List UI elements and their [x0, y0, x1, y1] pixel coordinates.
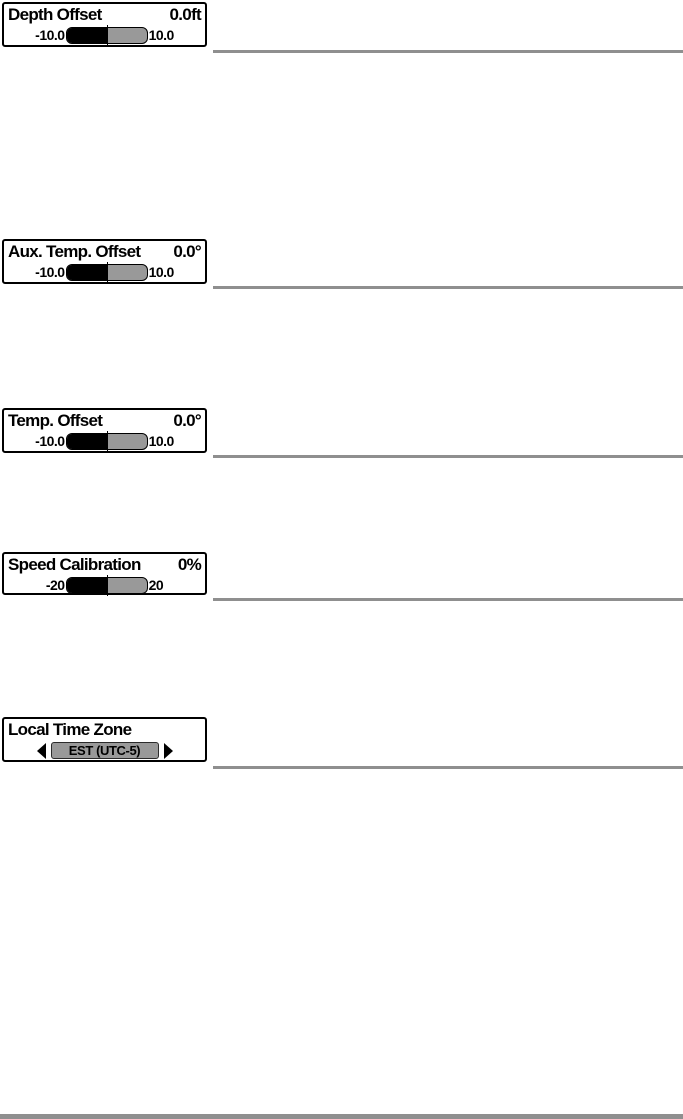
menu-value: 0.0° — [173, 411, 201, 430]
menu-temp-offset: Temp. Offset 0.0° -10.0 10.0 — [2, 408, 207, 453]
slider-max-label: 10.0 — [148, 27, 175, 43]
menu-value: 0.0ft — [169, 5, 202, 24]
menu-title: Local Time Zone — [8, 720, 132, 739]
slider-fill — [66, 264, 107, 280]
menu-title-row: Aux. Temp. Offset 0.0° — [4, 241, 205, 262]
slider-min-label: -20 — [45, 577, 65, 593]
slider-fill — [66, 577, 107, 593]
menu-title: Speed Calibration — [8, 555, 141, 574]
section-divider — [213, 286, 683, 289]
menu-local-time-zone: Local Time Zone EST (UTC-5) — [2, 717, 207, 762]
temp-offset-slider[interactable] — [65, 430, 148, 452]
menu-title: Temp. Offset — [8, 411, 103, 430]
slider-position-marker — [106, 24, 108, 46]
time-zone-selector[interactable]: EST (UTC-5) — [50, 742, 159, 759]
next-option-arrow-icon[interactable] — [163, 742, 173, 759]
menu-title-row: Speed Calibration 0% — [4, 554, 205, 575]
speed-calibration-slider[interactable] — [65, 574, 148, 596]
slider-position-marker — [106, 261, 108, 283]
menu-depth-offset: Depth Offset 0.0ft -10.0 10.0 — [2, 2, 207, 47]
slider-fill — [66, 27, 107, 43]
menu-title-row: Local Time Zone — [4, 719, 205, 740]
aux-temp-offset-slider[interactable] — [65, 261, 148, 283]
slider-position-marker — [106, 574, 108, 596]
slider-min-label: -10.0 — [35, 264, 65, 280]
slider-row: -20 20 — [4, 574, 205, 596]
slider-min-label: -10.0 — [35, 433, 65, 449]
slider-row: -10.0 10.0 — [4, 430, 205, 452]
section-divider — [213, 50, 683, 53]
slider-row: -10.0 10.0 — [4, 24, 205, 46]
menu-speed-calibration: Speed Calibration 0% -20 20 — [2, 552, 207, 596]
menu-title: Aux. Temp. Offset — [8, 242, 141, 261]
slider-max-label: 10.0 — [148, 264, 175, 280]
slider-max-label: 20 — [148, 577, 164, 593]
slider-min-label: -10.0 — [35, 27, 65, 43]
menu-value: 0.0° — [173, 242, 201, 261]
menu-title-row: Temp. Offset 0.0° — [4, 410, 205, 431]
depth-offset-slider[interactable] — [65, 24, 148, 46]
section-divider — [213, 455, 683, 458]
menu-title-row: Depth Offset 0.0ft — [4, 4, 205, 25]
slider-fill — [66, 433, 107, 449]
section-divider — [213, 766, 683, 769]
menu-aux-temp-offset: Aux. Temp. Offset 0.0° -10.0 10.0 — [2, 239, 207, 284]
slider-row: -10.0 10.0 — [4, 261, 205, 283]
slider-position-marker — [106, 430, 108, 452]
menu-value: 0% — [177, 555, 202, 574]
section-divider — [213, 598, 683, 601]
selector-row: EST (UTC-5) — [4, 740, 205, 761]
menu-title: Depth Offset — [8, 5, 102, 24]
page-footer-bar — [0, 1114, 683, 1119]
previous-option-arrow-icon[interactable] — [36, 742, 46, 759]
slider-max-label: 10.0 — [148, 433, 175, 449]
